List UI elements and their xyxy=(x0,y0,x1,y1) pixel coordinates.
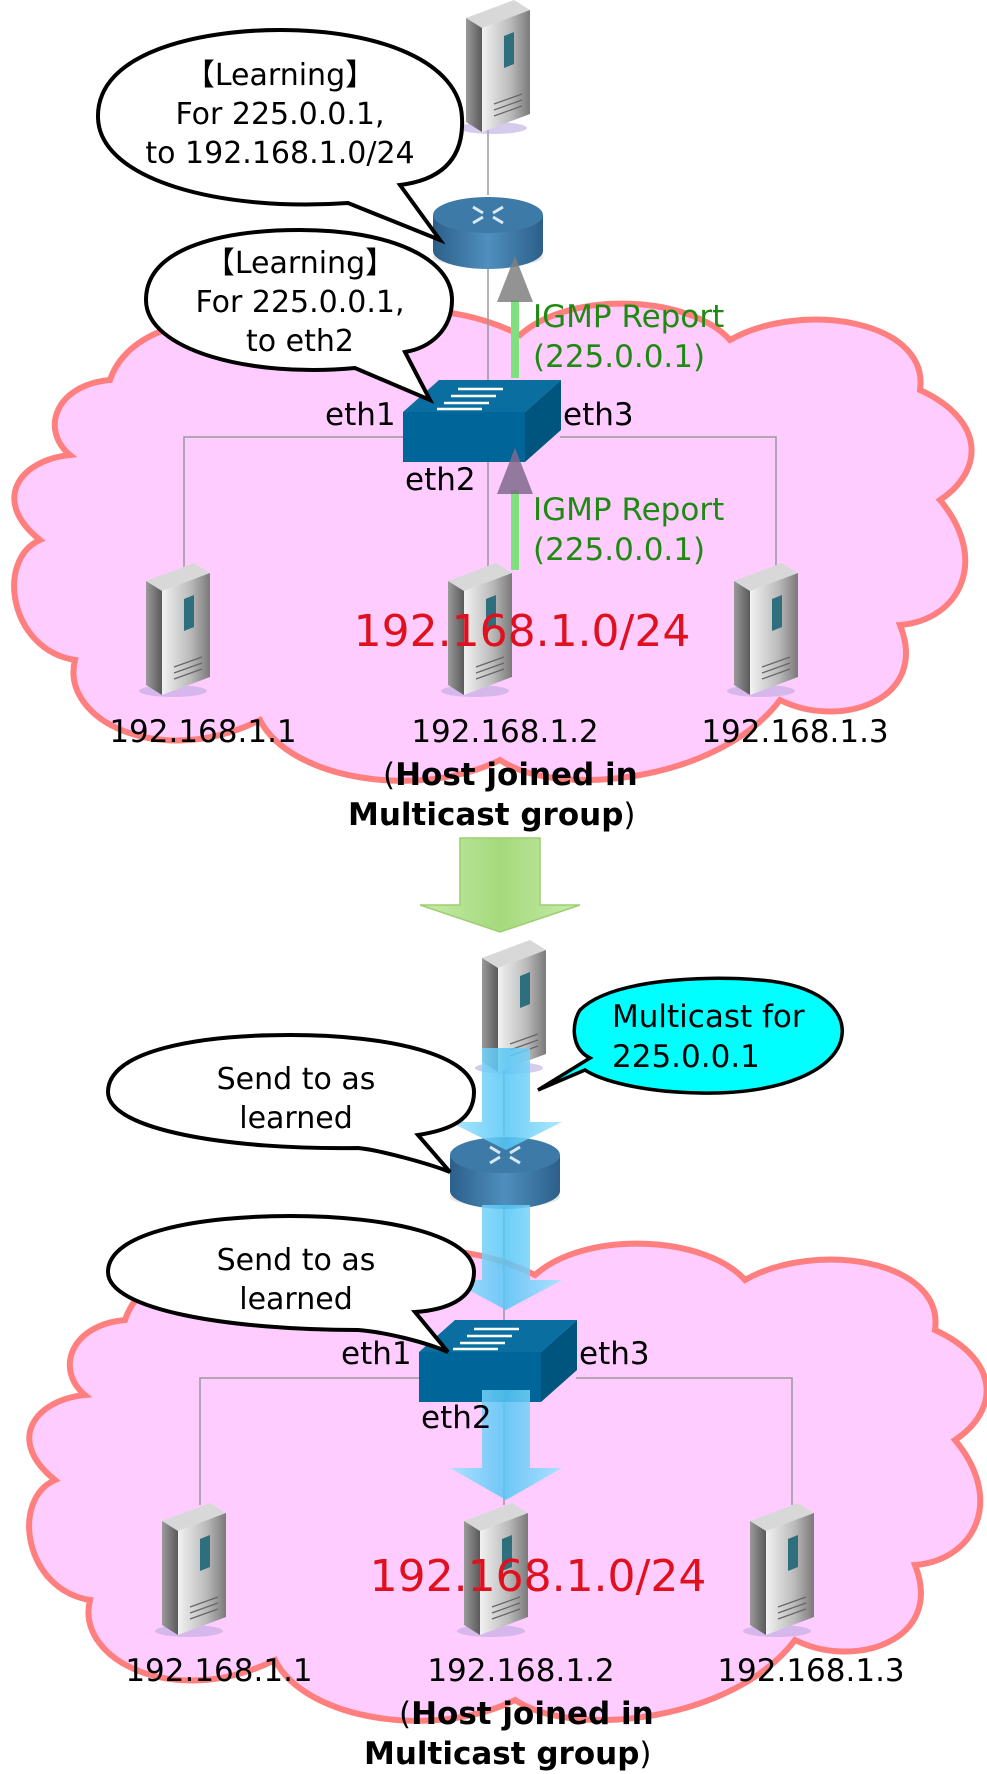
server-icon xyxy=(458,0,531,135)
host-label: 192.168.1.1 xyxy=(109,714,296,750)
port-label-eth1: eth1 xyxy=(341,1336,412,1372)
transition-arrow xyxy=(419,837,581,933)
bubble-line: 【Learning】 xyxy=(205,246,395,281)
igmp-label-upper: IGMP Report (225.0.0.1) xyxy=(533,299,724,375)
multicast-flow xyxy=(450,1048,562,1500)
joined-note-line2: Multicast group) xyxy=(348,797,636,833)
switch-icon xyxy=(417,1318,579,1404)
router-bubble: Send to as learned xyxy=(105,1032,477,1174)
bubble-line: learned xyxy=(239,1101,353,1136)
bubble-line: to 192.168.1.0/24 xyxy=(145,136,414,171)
port-label-eth2: eth2 xyxy=(421,1400,492,1436)
igmp-text: IGMP Report xyxy=(533,299,724,335)
joined-note-line1: (Host joined in xyxy=(383,757,638,793)
port-label-eth3: eth3 xyxy=(579,1336,650,1372)
host-label: 192.168.1.2 xyxy=(411,714,598,750)
panel-learning: IGMP Report (225.0.0.1) IGMP Report (225… xyxy=(11,0,975,833)
port-label-eth2: eth2 xyxy=(405,462,476,498)
panel-forwarding: Multicast for 225.0.0.1 Send to as learn… xyxy=(26,939,987,1772)
bubble-line: learned xyxy=(239,1282,353,1317)
igmp-group: (225.0.0.1) xyxy=(533,339,705,375)
host-label: 192.168.1.3 xyxy=(701,714,888,750)
bubble-line: For 225.0.0.1, xyxy=(195,285,404,320)
network-label: 192.168.1.0/24 xyxy=(370,1551,707,1602)
multicast-bubble: Multicast for 225.0.0.1 xyxy=(537,976,844,1095)
igmp-text: IGMP Report xyxy=(533,492,724,528)
bubble-line: Send to as xyxy=(217,1243,376,1278)
router-bubble: 【Learning】 For 225.0.0.1, to 192.168.1.0… xyxy=(95,27,465,245)
bubble-line: Send to as xyxy=(217,1062,376,1097)
server-icon xyxy=(742,1502,815,1638)
host-label: 192.168.1.3 xyxy=(717,1653,904,1689)
igmp-label-lower: IGMP Report (225.0.0.1) xyxy=(533,492,724,568)
igmp-arrow-lower xyxy=(511,490,519,570)
bubble-line: to eth2 xyxy=(246,324,354,359)
host-label: 192.168.1.1 xyxy=(125,1653,312,1689)
port-label-eth1: eth1 xyxy=(325,397,396,433)
server-icon xyxy=(138,562,211,698)
port-label-eth3: eth3 xyxy=(563,397,634,433)
bubble-line: 225.0.0.1 xyxy=(612,1039,760,1075)
server-icon xyxy=(154,1502,227,1638)
network-label: 192.168.1.0/24 xyxy=(354,606,691,657)
bubble-line: For 225.0.0.1, xyxy=(175,97,384,132)
host-label: 192.168.1.2 xyxy=(427,1653,614,1689)
bubble-line: Multicast for xyxy=(612,999,805,1035)
igmp-group: (225.0.0.1) xyxy=(533,532,705,568)
joined-note-line1: (Host joined in xyxy=(399,1696,654,1732)
switch-bubble: 【Learning】 For 225.0.0.1, to eth2 xyxy=(143,227,455,405)
bubble-line: 【Learning】 xyxy=(185,58,375,93)
igmp-arrow-upper xyxy=(511,300,519,378)
server-icon xyxy=(726,562,799,698)
network-cloud xyxy=(11,300,975,784)
router-icon xyxy=(431,195,545,271)
joined-note-line2: Multicast group) xyxy=(364,1736,652,1772)
switch-bubble: Send to as learned xyxy=(105,1213,477,1354)
